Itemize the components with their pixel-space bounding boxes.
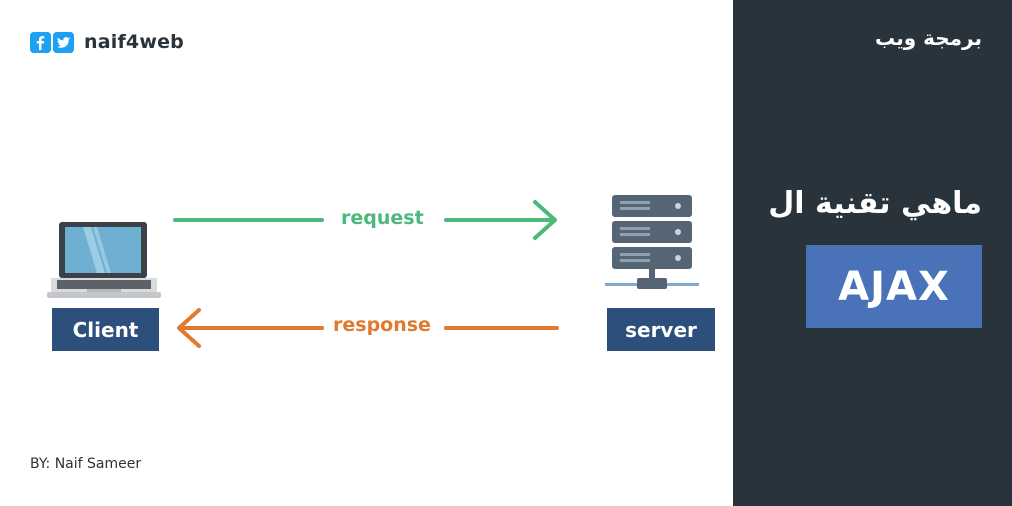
brand-name: naif4web <box>84 31 184 53</box>
author-byline: BY: Naif Sameer <box>30 456 142 472</box>
server-label: server <box>607 308 715 351</box>
brand: naif4web <box>30 31 184 53</box>
laptop-icon <box>47 222 161 298</box>
ajax-highlight: AJAX <box>806 245 982 328</box>
panel-title: برمجة ويب <box>875 26 982 50</box>
client-label: Client <box>52 308 159 351</box>
server-icon <box>605 195 699 289</box>
response-arrow <box>177 308 559 348</box>
request-label: request <box>341 207 424 229</box>
request-arrow <box>173 200 557 240</box>
panel-question: ماهي تقنية ال <box>768 186 982 221</box>
twitter-icon[interactable] <box>53 31 74 53</box>
flow-arrows <box>173 200 559 348</box>
facebook-icon[interactable] <box>30 31 51 53</box>
response-label: response <box>333 314 431 336</box>
